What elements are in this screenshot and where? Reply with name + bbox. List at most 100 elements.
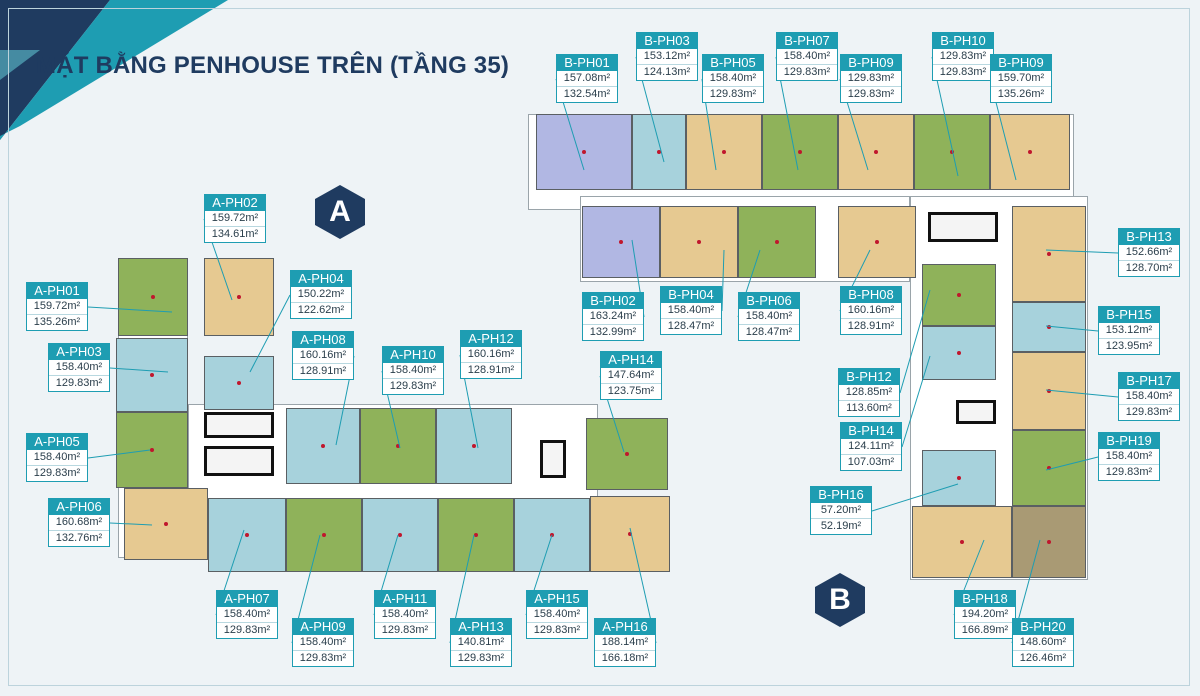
apartment-unit bbox=[1012, 430, 1086, 506]
apartment-unit bbox=[586, 418, 668, 490]
unit-marker bbox=[150, 448, 154, 452]
area-gross: 128.85m² bbox=[845, 386, 893, 398]
area-gross: 158.40m² bbox=[667, 304, 715, 316]
apartment-unit bbox=[362, 498, 438, 572]
area-gross: 158.40m² bbox=[381, 608, 429, 620]
unit-marker bbox=[875, 240, 879, 244]
block-a-letter: A bbox=[329, 195, 351, 228]
area-gross: 158.40m² bbox=[783, 50, 831, 62]
area-gross: 160.16m² bbox=[299, 349, 347, 361]
elevator-core bbox=[956, 400, 996, 424]
area-net: 135.26m² bbox=[991, 86, 1051, 102]
unit-marker bbox=[550, 533, 554, 537]
area-gross: 158.40m² bbox=[389, 364, 437, 376]
area-gross: 152.66m² bbox=[1125, 246, 1173, 258]
unit-code: A-PH08 bbox=[292, 331, 354, 348]
unit-code: A-PH15 bbox=[526, 590, 588, 607]
area-gross: 124.11m² bbox=[848, 440, 894, 452]
area-gross: 158.40m² bbox=[55, 361, 103, 373]
apartment-unit bbox=[536, 114, 632, 190]
area-net: 129.83m² bbox=[293, 650, 353, 666]
unit-marker bbox=[245, 533, 249, 537]
apartment-unit bbox=[116, 412, 188, 488]
apartment-unit bbox=[436, 408, 512, 484]
area-gross: 158.40m² bbox=[223, 608, 271, 620]
unit-marker bbox=[1047, 466, 1051, 470]
apartment-unit bbox=[738, 206, 816, 278]
area-net: 128.91m² bbox=[841, 318, 901, 334]
unit-code: B-PH14 bbox=[840, 422, 902, 439]
area-gross: 150.22m² bbox=[297, 288, 345, 300]
area-net: 129.83m² bbox=[703, 86, 763, 102]
apartment-unit bbox=[686, 114, 762, 190]
unit-code: B-PH09 bbox=[990, 54, 1052, 71]
unit-marker bbox=[1047, 325, 1051, 329]
unit-marker bbox=[237, 295, 241, 299]
area-net: 113.60m² bbox=[839, 400, 899, 416]
unit-marker bbox=[398, 533, 402, 537]
area-net: 123.95m² bbox=[1099, 338, 1159, 354]
apartment-unit bbox=[922, 264, 996, 326]
unit-marker bbox=[697, 240, 701, 244]
area-net: 129.83m² bbox=[841, 86, 901, 102]
area-net: 129.83m² bbox=[383, 378, 443, 394]
area-net: 132.99m² bbox=[583, 324, 643, 340]
unit-code: B-PH12 bbox=[838, 368, 900, 385]
unit-marker bbox=[1028, 150, 1032, 154]
unit-marker bbox=[775, 240, 779, 244]
unit-marker bbox=[321, 444, 325, 448]
apartment-unit bbox=[582, 206, 660, 278]
apartment-unit bbox=[286, 408, 360, 484]
unit-code: B-PH07 bbox=[776, 32, 838, 49]
unit-code: B-PH02 bbox=[582, 292, 644, 309]
area-net: 132.76m² bbox=[49, 530, 109, 546]
area-gross: 148.60m² bbox=[1019, 636, 1067, 648]
area-net: 135.26m² bbox=[27, 314, 87, 330]
apartment-unit bbox=[204, 258, 274, 336]
apartment-unit bbox=[838, 206, 916, 278]
unit-code: A-PH11 bbox=[374, 590, 436, 607]
unit-code: A-PH04 bbox=[290, 270, 352, 287]
unit-marker bbox=[957, 293, 961, 297]
apartment-unit bbox=[922, 326, 996, 380]
block-b-badge: B bbox=[812, 572, 868, 628]
unit-code: B-PH06 bbox=[738, 292, 800, 309]
unit-marker bbox=[1047, 540, 1051, 544]
unit-marker bbox=[628, 532, 632, 536]
area-gross: 153.12m² bbox=[1105, 324, 1153, 336]
area-gross: 158.40m² bbox=[1125, 390, 1173, 402]
area-net: 128.91m² bbox=[293, 363, 353, 379]
area-net: 129.83m² bbox=[1099, 464, 1159, 480]
unit-code: A-PH01 bbox=[26, 282, 88, 299]
apartment-unit bbox=[990, 114, 1070, 190]
unit-marker bbox=[474, 533, 478, 537]
unit-marker bbox=[798, 150, 802, 154]
unit-code: A-PH07 bbox=[216, 590, 278, 607]
unit-areas: 153.12m² 123.95m² bbox=[1098, 323, 1160, 355]
area-net: 122.62m² bbox=[291, 302, 351, 318]
